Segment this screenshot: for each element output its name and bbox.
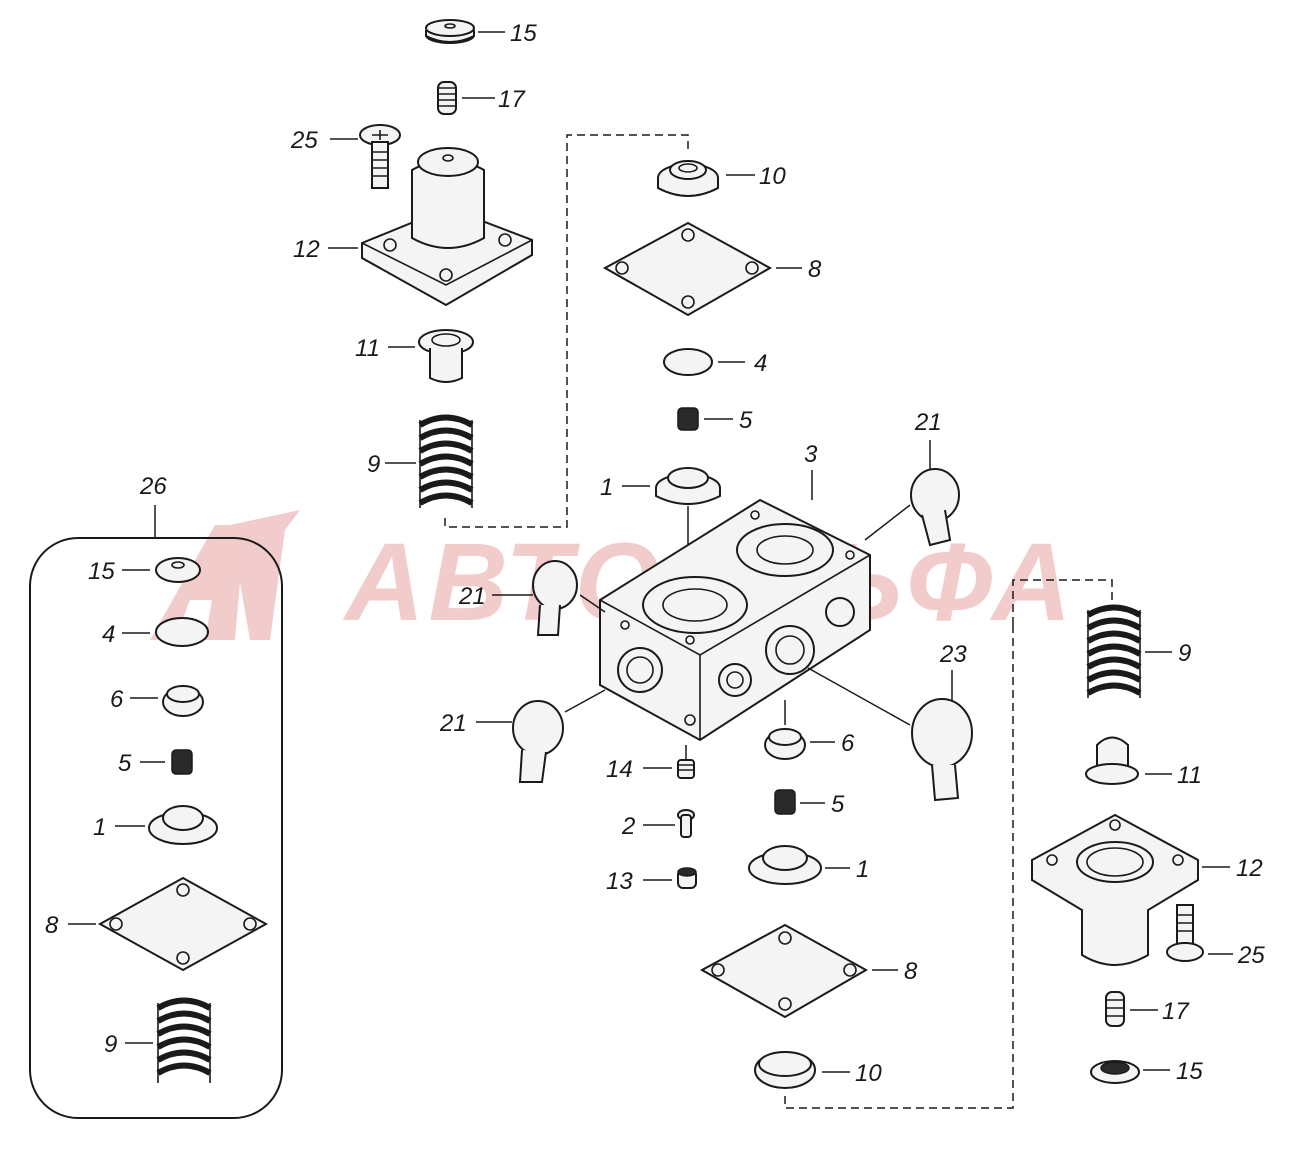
callout-21: 21 xyxy=(914,409,942,436)
callout-15: 15 xyxy=(88,558,115,585)
part-14-spring xyxy=(677,759,695,779)
kit-part-8-diaphragm xyxy=(97,876,269,972)
part-21-plug-right xyxy=(910,468,960,547)
part-15-cap-top xyxy=(425,19,475,44)
part-17-setscrew-right xyxy=(1105,991,1125,1027)
part-10-washer-mid xyxy=(754,1051,816,1089)
assembly-line-right-top xyxy=(1012,579,1113,625)
callout-12: 12 xyxy=(293,236,320,263)
callout-8: 8 xyxy=(904,958,918,985)
assembly-line-top xyxy=(444,134,689,528)
callout-1: 1 xyxy=(856,856,869,883)
part-21-plug-left xyxy=(512,700,564,783)
kit-part-1-valve xyxy=(148,805,218,845)
callout-23: 23 xyxy=(939,641,967,668)
callout-26: 26 xyxy=(139,473,167,500)
part-12-housing-top xyxy=(361,147,533,307)
callout-8: 8 xyxy=(808,256,822,283)
callout-2: 2 xyxy=(621,813,635,840)
callout-25: 25 xyxy=(1237,942,1265,969)
callout-15: 15 xyxy=(510,20,537,47)
callout-9: 9 xyxy=(367,451,380,478)
callout-6: 6 xyxy=(110,686,124,713)
repair-kit-frame xyxy=(29,537,283,1119)
part-1-valve-mid xyxy=(748,845,822,885)
part-25-screw-right xyxy=(1166,904,1204,962)
part-5-spring-mid xyxy=(774,789,796,815)
callout-6: 6 xyxy=(841,730,855,757)
part-15-cap-right xyxy=(1090,1060,1140,1084)
part-9-spring-right xyxy=(1086,604,1142,698)
part-10-washer-top xyxy=(657,160,719,197)
callout-12: 12 xyxy=(1236,855,1263,882)
kit-part-9-spring xyxy=(156,997,212,1083)
kit-part-6-seal xyxy=(162,685,204,717)
callout-15: 15 xyxy=(1176,1058,1203,1085)
part-8-diaphragm-top xyxy=(602,221,773,317)
callout-17: 17 xyxy=(1162,998,1190,1025)
kit-part-5-spring xyxy=(171,749,193,775)
callout-21: 21 xyxy=(458,583,486,610)
callout-4: 4 xyxy=(102,621,115,648)
callout-10: 10 xyxy=(855,1060,882,1087)
callout-5: 5 xyxy=(831,791,845,818)
part-6-seal-mid xyxy=(764,728,806,760)
part-9-spring-top xyxy=(418,414,474,508)
part-1-valve-top xyxy=(655,467,721,505)
callout-labels: 15 17 25 12 11 9 10 8 4 5 1 3 21 21 21 2… xyxy=(45,20,1265,1087)
part-3-valve-body xyxy=(599,498,871,742)
part-17-setscrew-top xyxy=(437,81,457,115)
part-23-plug xyxy=(911,698,973,802)
part-11-sleeve-top xyxy=(418,329,474,383)
callout-1: 1 xyxy=(600,474,613,501)
callout-1: 1 xyxy=(93,814,106,841)
callout-17: 17 xyxy=(498,86,526,113)
callout-4: 4 xyxy=(754,350,767,377)
part-5-spring-top xyxy=(677,407,699,431)
callout-8: 8 xyxy=(45,912,59,939)
callout-9: 9 xyxy=(1178,640,1191,667)
part-13-nut xyxy=(677,867,697,889)
callout-14: 14 xyxy=(606,756,633,783)
callout-3: 3 xyxy=(804,441,818,468)
kit-part-15-cap xyxy=(155,557,201,583)
callout-25: 25 xyxy=(290,127,318,154)
part-21-plug-mid xyxy=(532,560,578,636)
part-2-pin xyxy=(677,809,695,838)
part-4-disc-top xyxy=(663,348,713,376)
part-12-housing-right xyxy=(1031,813,1199,966)
callout-11: 11 xyxy=(1177,762,1202,789)
callout-5: 5 xyxy=(739,407,753,434)
callout-9: 9 xyxy=(104,1031,117,1058)
part-11-sleeve-right xyxy=(1085,736,1139,785)
callout-21: 21 xyxy=(439,710,467,737)
watermark-logo-icon xyxy=(150,510,300,640)
callout-13: 13 xyxy=(606,868,633,895)
part-25-screw-top xyxy=(359,124,401,189)
part-8-diaphragm-mid xyxy=(699,923,869,1019)
kit-part-4-disc xyxy=(155,617,209,647)
callout-11: 11 xyxy=(355,335,380,362)
assembly-line-right xyxy=(784,625,1014,1109)
callout-5: 5 xyxy=(118,750,132,777)
callout-10: 10 xyxy=(759,163,786,190)
